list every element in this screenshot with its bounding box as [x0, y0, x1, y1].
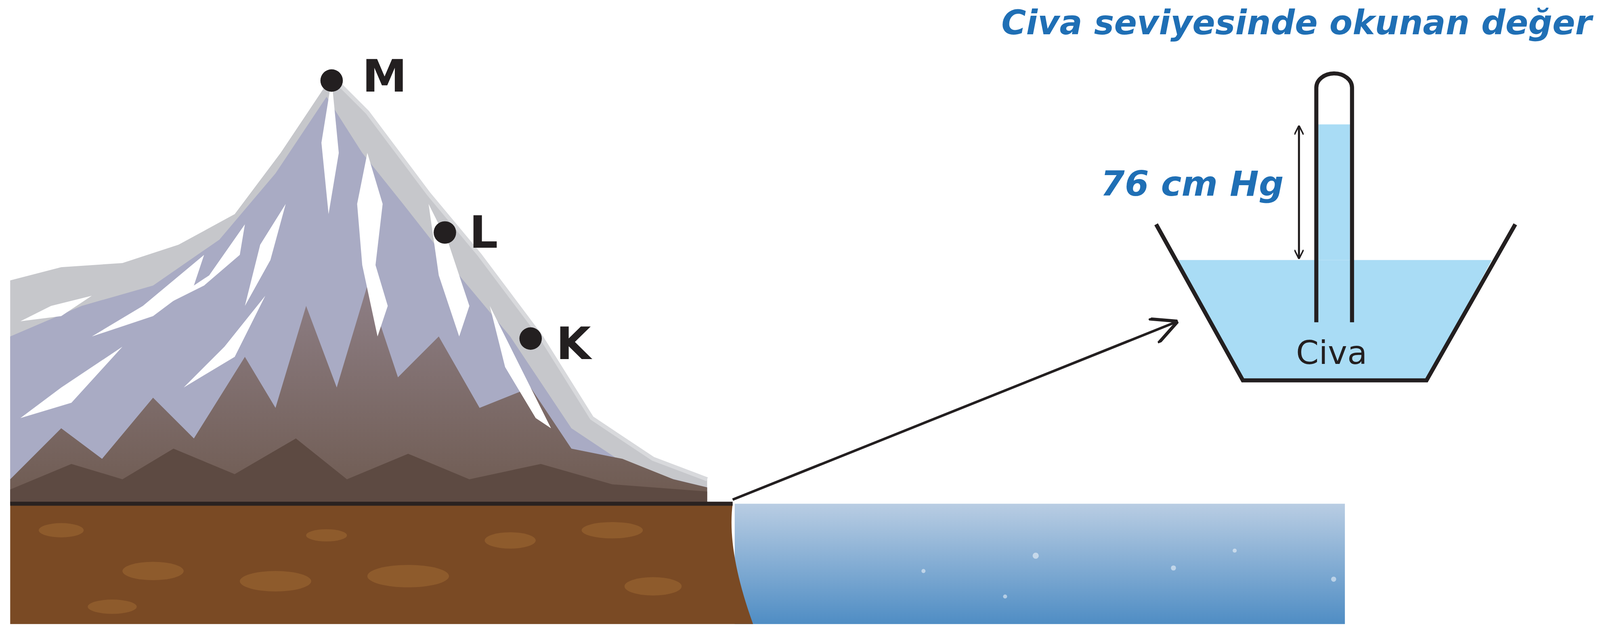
mountain	[10, 76, 707, 505]
pressure-value: 76 cm Hg	[1100, 166, 1284, 202]
ground	[10, 504, 753, 625]
barometer-title: Civa seviyesinde okunan değer	[1001, 5, 1592, 40]
point-dot	[320, 69, 344, 93]
point-label: L	[469, 210, 499, 256]
sea	[734, 504, 1345, 625]
point-label: K	[555, 321, 591, 367]
point-dot	[433, 221, 457, 244]
mercury-label: Civa	[1295, 336, 1368, 370]
pointer-arrow	[732, 322, 1176, 501]
point-label: M	[362, 54, 407, 99]
barometer	[1156, 73, 1516, 381]
point-dot	[519, 327, 542, 351]
